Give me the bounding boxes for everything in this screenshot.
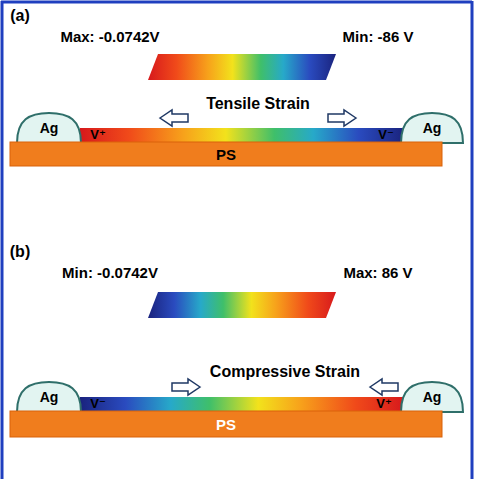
piezo-film <box>80 397 404 411</box>
potential-label: V⁻ <box>378 128 394 142</box>
strain-arrow <box>370 379 398 395</box>
scale-label: Max: -0.0742V <box>60 29 159 46</box>
silver-electrode: Ag <box>16 381 82 412</box>
scale-label: Min: -0.0742V <box>62 265 158 282</box>
potential-label: V⁺ <box>90 128 106 142</box>
potential-label: V⁺ <box>376 397 392 411</box>
electrode-label: Ag <box>40 390 59 404</box>
panel-letter: (a) <box>10 7 30 25</box>
potential-label: V⁻ <box>90 397 106 411</box>
panel-letter: (b) <box>10 243 30 261</box>
silver-electrode: Ag <box>16 112 82 143</box>
strain-arrow <box>172 379 200 395</box>
strain-arrow <box>160 110 188 126</box>
ps-substrate: PS <box>10 142 442 166</box>
ps-substrate: PS <box>10 411 442 437</box>
electrode-label: Ag <box>423 121 442 135</box>
electrode-label: Ag <box>423 390 442 404</box>
electrode-label: Ag <box>40 121 59 135</box>
strain-label: Tensile Strain <box>206 95 310 113</box>
substrate-label: PS <box>216 147 236 162</box>
scale-label: Min: -86 V <box>343 29 414 46</box>
substrate-fill <box>10 142 442 166</box>
substrate-fill <box>10 411 442 437</box>
silver-electrode: Ag <box>400 381 464 412</box>
substrate-label: PS <box>216 417 236 432</box>
piezo-film <box>80 128 404 142</box>
electrode-outline <box>17 113 81 143</box>
scale-label: Max: 86 V <box>343 265 412 282</box>
electrode-outline <box>17 382 81 412</box>
color-bar <box>148 54 336 80</box>
strain-arrow <box>328 110 356 126</box>
electrode-outline <box>401 113 463 143</box>
electrode-outline <box>401 382 463 412</box>
strain-label: Compressive Strain <box>210 363 360 381</box>
frame <box>1 1 472 479</box>
color-bar <box>148 292 336 318</box>
silver-electrode: Ag <box>400 112 464 143</box>
